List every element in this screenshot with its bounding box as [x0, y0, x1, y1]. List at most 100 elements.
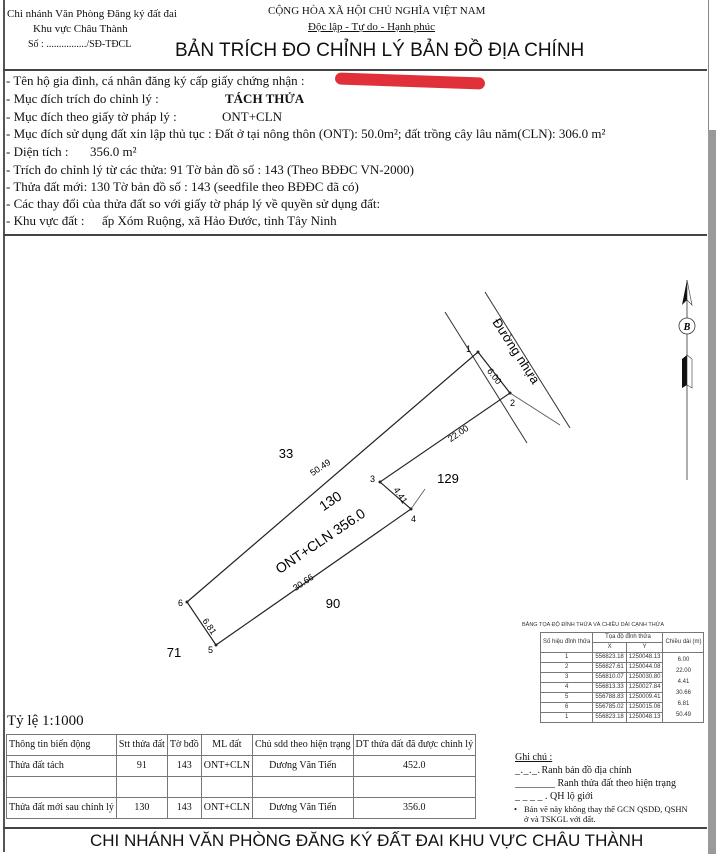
coord-cell: 6 [539, 702, 594, 713]
coord-cell: 1250030.80 [625, 672, 664, 683]
source-line: - Trích đo chỉnh lý từ các thửa: 91 Tờ b… [6, 162, 414, 177]
coord-cell: 556785.02 [592, 702, 627, 713]
col-header: X [592, 642, 627, 653]
edge-length-label: 30.66 [291, 572, 315, 593]
legal-purpose-label: - Mục đích theo giấy tờ pháp lý : [6, 109, 177, 124]
table-cell [352, 776, 477, 798]
vertex-label: 1 [466, 344, 471, 354]
vertex-point [409, 507, 413, 511]
table-cell: 356.0 [352, 797, 477, 819]
neighbor-parcel-number: 129 [437, 471, 459, 486]
coord-cell: 1250009.41 [625, 692, 664, 703]
neighbor-boundary [509, 392, 561, 426]
coord-cell: 1250044.08 [625, 662, 664, 673]
coord-cell: 556813.33 [592, 682, 627, 693]
neighbor-parcel-number: 90 [326, 596, 340, 611]
coord-cell: 4 [539, 682, 594, 693]
owner-label: - Tên hộ gia đình, cá nhân đăng ký cấp g… [6, 73, 305, 88]
legend-title: Ghi chú : [515, 752, 553, 763]
table-cell [166, 776, 202, 798]
table-cell [115, 776, 168, 798]
table-cell [251, 776, 354, 798]
column-header: Stt thửa đất [115, 734, 168, 756]
legend-label: Ranh thửa đất theo hiện trạng [557, 778, 676, 789]
column-header: Tờ bđồ [166, 734, 202, 756]
legend-label: QH lộ giới [550, 791, 594, 802]
edge-length: 4.41 [677, 678, 690, 685]
country-name: CỘNG HÒA XÃ HỘI CHỦ NGHĨA VIỆT NAM [268, 5, 486, 17]
coord-cell: 5 [539, 692, 594, 703]
legal-purpose-value: ONT+CLN [222, 109, 283, 124]
area-value: 356.0 m² [90, 144, 137, 159]
area-loc-value: ấp Xóm Ruộng, xã Hảo Đước, tỉnh Tây Ninh [102, 213, 337, 228]
col-header: Chiều dài (m) [662, 632, 705, 653]
agency-line1: Chi nhánh Văn Phòng Đăng ký đất đai [7, 8, 177, 20]
road-edge-line [444, 311, 528, 444]
neighbor-boundary [410, 488, 426, 510]
edge-length-label: 22.00 [446, 423, 470, 444]
coord-cell: 1 [539, 652, 594, 663]
agency-line2: Khu vực Châu Thành [33, 23, 128, 35]
vertex-point [476, 350, 480, 354]
table-cell: 452.0 [352, 755, 477, 777]
table-cell: Dương Văn Tiến [251, 755, 354, 777]
vertex-label: 4 [411, 514, 416, 524]
north-arrow-head [682, 280, 687, 305]
use-purpose: - Mục đích sử dụng đất xin lập thủ tục :… [6, 126, 606, 141]
changes-line: - Các thay đổi của thửa đất so với giấy … [6, 196, 381, 211]
motto: Độc lập - Tự do - Hạnh phúc [308, 21, 436, 33]
vertex-label: 2 [510, 398, 515, 408]
table-cell: 91 [115, 755, 168, 777]
vertex-point [185, 600, 189, 604]
page-edge-shadow [708, 130, 716, 854]
coord-cell: 556810.07 [592, 672, 627, 683]
coord-cell: 556823.18 [592, 712, 627, 723]
purpose-value: TÁCH THỬA [225, 91, 305, 106]
edge-length: 22.00 [675, 667, 691, 674]
divider [3, 69, 707, 71]
map-scale: Tỷ lệ 1:1000 [7, 713, 84, 729]
edge-length-label: 4.41 [391, 485, 409, 505]
column-header: DT thửa đất đã được chỉnh lý [352, 734, 477, 756]
vertex-point [378, 480, 382, 484]
col-header: Tọa độ đỉnh thửa [592, 632, 664, 643]
coord-table: Số hiệu đỉnh thửa Tọa độ đỉnh thửa Chiều… [539, 632, 705, 723]
legend-item-boundary: ________ Ranh thửa đất theo hiện trạng [515, 778, 676, 789]
parcel-boundary [186, 351, 511, 646]
coord-cell: 3 [539, 672, 594, 683]
legend-item-cadastral: _ . _ . _ . Ranh bản đồ địa chính [515, 765, 632, 776]
table-cell: Thửa đất mới sau chỉnh lý [6, 797, 117, 819]
table-cell: Dương Văn Tiến [251, 797, 354, 819]
legend-note-text: Bản vẽ này không thay thế GCN QSDĐ, QSHN… [524, 804, 688, 824]
table-cell: 143 [166, 755, 202, 777]
parcel-map: Đường nhựa1234566.0022.004.4130.666.8150… [167, 279, 696, 660]
north-arrow-tail [682, 355, 687, 388]
table-cell [6, 776, 117, 798]
edge-length-label: 50.49 [308, 457, 332, 478]
legend-label: Ranh bản đồ địa chính [541, 765, 632, 776]
coord-cell: 1250027.84 [625, 682, 664, 693]
vertex-point [508, 391, 512, 395]
new-parcel-line: - Thửa đất mới: 130 Tờ bản đồ số : 143 (… [6, 179, 359, 194]
edge-length: 6.81 [677, 700, 690, 707]
coord-cell: 1250015.06 [625, 702, 664, 713]
north-symbol-circle [678, 317, 696, 335]
table-cell: ONT+CLN [200, 755, 253, 777]
edge-length: 30.66 [675, 689, 691, 696]
parcel-number: 130 [316, 488, 344, 514]
table-cell: Thửa đất tách [6, 755, 117, 777]
column-header: Thông tin biến động [6, 734, 117, 756]
footer-agency: CHI NHÁNH VĂN PHÒNG ĐĂNG KÝ ĐẤT ĐAI KHU … [90, 831, 644, 850]
vertex-point [214, 643, 218, 647]
north-symbol-letter: B [683, 322, 691, 333]
legend-note: •Bản vẽ này không thay thế GCN QSDĐ, QSH… [514, 804, 688, 824]
vertex-label: 3 [370, 474, 375, 484]
coord-cell: 556827.61 [592, 662, 627, 673]
column-header: Chủ sdd theo hiện trạng [251, 734, 354, 756]
north-arrow-tail [686, 354, 693, 389]
